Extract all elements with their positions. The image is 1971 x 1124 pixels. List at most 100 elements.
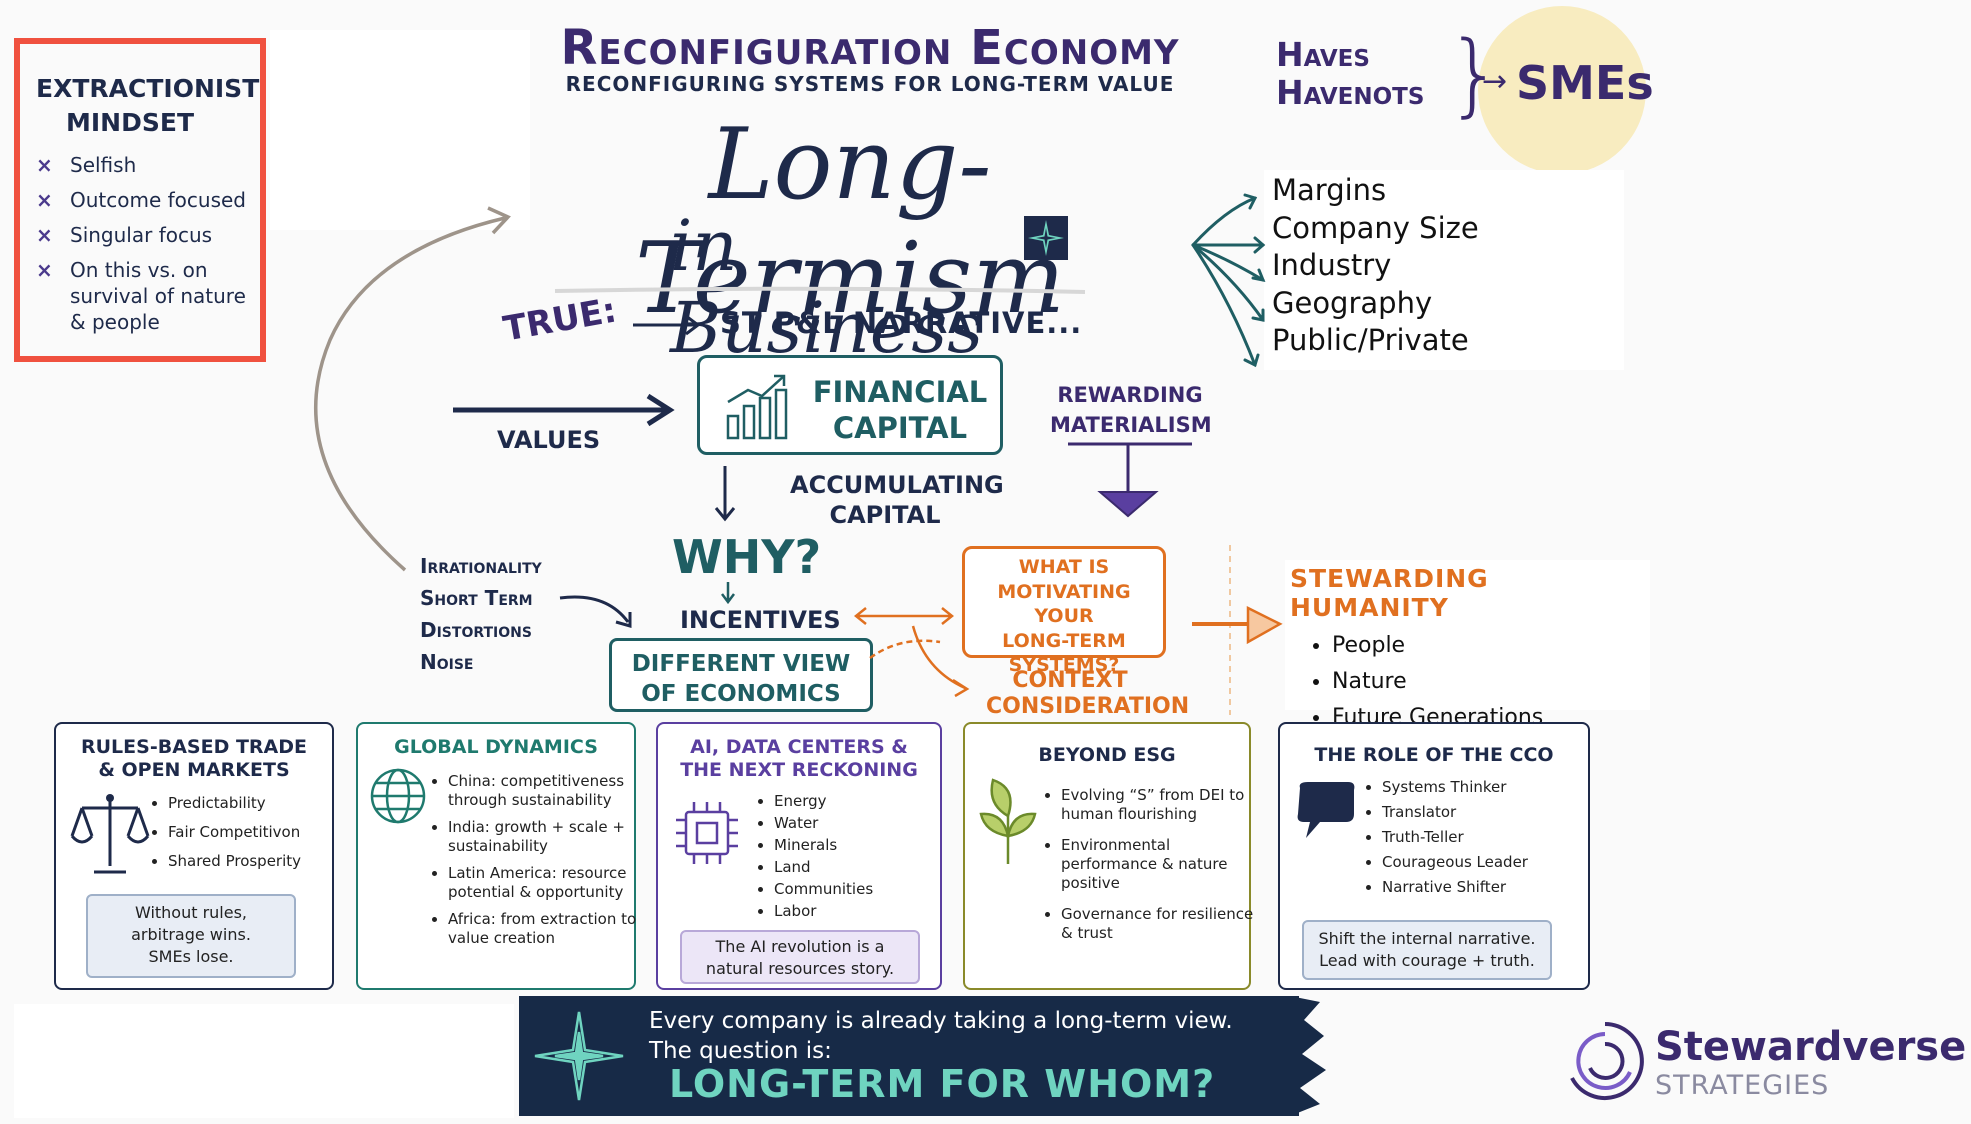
card-rules-based-trade: RULES-BASED TRADE & OPEN MARKETS Predict… — [54, 722, 334, 990]
list-item: Public/Private — [1272, 323, 1469, 357]
factors-panel — [1264, 170, 1624, 370]
rewarding-materialism-label: REWARDING MATERIALISM — [1050, 383, 1212, 437]
arrow-right-icon — [633, 314, 701, 336]
card-title: RULES-BASED TRADE & OPEN MARKETS — [81, 736, 307, 781]
list-item: Courageous Leader — [1382, 853, 1592, 872]
card-global-dynamics: GLOBAL DYNAMICS China: competitiveness t… — [356, 722, 636, 990]
context-consideration-label: CONTEXT CONSIDERATION — [986, 668, 1190, 719]
card-list: Energy Water Minerals Land Communities L… — [758, 792, 944, 927]
card-beyond-esg: BEYOND ESG Evolving “S” from DEI to huma… — [963, 722, 1253, 990]
card-note: Without rules, arbitrage wins. SMEs lose… — [86, 894, 296, 978]
list-item: Communities — [774, 880, 944, 899]
different-view-box: DIFFERENT VIEW OF ECONOMICS — [609, 638, 873, 712]
list-item: Narrative Shifter — [1382, 878, 1592, 897]
list-item: China: competitiveness through sustainab… — [448, 772, 644, 810]
x-icon: × — [36, 188, 53, 212]
smes-circle — [1478, 6, 1646, 174]
list-item: ×Singular focus — [36, 223, 213, 247]
list-item: Industry — [1272, 248, 1392, 282]
haves-havenots: Haves Havenots — [1276, 36, 1424, 112]
x-icon: × — [36, 258, 53, 282]
scales-icon — [70, 794, 150, 874]
list-item: Margins — [1272, 173, 1387, 207]
list-item: Energy — [774, 792, 944, 811]
funnel-arrow-icon — [1068, 442, 1192, 518]
branching-arrows — [1191, 193, 1266, 368]
list-item: Company Size — [1272, 210, 1479, 245]
bar-chart-icon — [726, 374, 788, 440]
card-list: Evolving “S” from DEI to human flourishi… — [1045, 786, 1257, 949]
logo-sub: STRATEGIES — [1655, 1070, 1830, 1101]
list-item: Africa: from extraction to value creatio… — [448, 910, 644, 948]
page-title: Reconfiguration Economy — [560, 20, 1180, 76]
extractionist-title-line2: MINDSET — [66, 108, 194, 137]
stewarding-list: People Nature Future Generations — [1290, 628, 1650, 736]
arrow-down-icon — [714, 466, 736, 522]
banner-headline: LONG-TERM FOR WHOM? — [669, 1062, 1216, 1106]
extractionist-mindset-box: EXTRACTIONIST MINDSET ×Selfish ×Outcome … — [14, 38, 266, 362]
headline-underline — [554, 286, 1086, 294]
card-list: Predictability Fair Competitivon Shared … — [152, 794, 338, 877]
extractionist-list: ×Selfish ×Outcome focused ×Singular focu… — [36, 152, 266, 344]
list-item: Fair Competitivon — [168, 823, 338, 842]
financial-capital-box: FINANCIAL CAPITAL — [697, 355, 1003, 455]
factors-list: Margins Company Size Industry Geography … — [1272, 172, 1622, 368]
why-label: WHY? — [672, 530, 822, 584]
card-note: The AI revolution is a natural resources… — [680, 930, 920, 984]
card-list: Systems Thinker Translator Truth-Teller … — [1366, 778, 1592, 903]
card-title: GLOBAL DYNAMICS — [394, 736, 598, 758]
list-item: Labor — [774, 902, 944, 921]
list-item: Systems Thinker — [1382, 778, 1592, 797]
brace-icon: } — [1446, 22, 1504, 127]
stewarding-panel — [1285, 560, 1650, 710]
list-item: Translator — [1382, 803, 1592, 822]
list-item: Governance for resilience & trust — [1061, 905, 1257, 943]
list-item: Evolving “S” from DEI to human flourishi… — [1061, 786, 1257, 824]
card-ai-data-centers: AI, DATA CENTERS & THE NEXT RECKONING En… — [656, 722, 942, 990]
narrative-label: ST P&L NARRATIVE... — [720, 306, 1083, 340]
list-item: Shared Prosperity — [168, 852, 338, 871]
card-note: Shift the internal narrative. Lead with … — [1302, 920, 1552, 980]
headline-long-termism: Long-Termism — [634, 108, 1066, 336]
speech-bubble-icon — [1297, 782, 1355, 838]
stewarding-humanity: STEWARDING HUMANITY People Nature Future… — [1290, 564, 1650, 730]
card-role-of-cco: THE ROLE OF THE CCO Systems Thinker Tran… — [1278, 722, 1590, 990]
plant-icon — [979, 778, 1037, 864]
list-item: ×On this vs. on survival of nature & peo… — [36, 258, 246, 334]
list-item: ×Selfish — [36, 153, 137, 177]
list-item: Land — [774, 858, 944, 877]
list-item: India: growth + scale + sustainability — [448, 818, 644, 856]
card-list: China: competitiveness through sustainab… — [432, 772, 644, 954]
banner-brush-edge — [1290, 996, 1326, 1116]
list-item: Water — [774, 814, 944, 833]
compass-star-icon — [534, 1011, 624, 1101]
extractionist-title: EXTRACTIONIST MINDSET — [36, 72, 260, 140]
x-icon: × — [36, 223, 53, 247]
haves-label: Haves — [1276, 35, 1370, 74]
accumulating-capital-label: ACCUMULATING CAPITAL — [790, 471, 1004, 529]
white-panel — [270, 30, 530, 230]
list-item: Predictability — [168, 794, 338, 813]
compass-star-icon — [1024, 216, 1068, 260]
stewarding-title: STEWARDING HUMANITY — [1290, 564, 1489, 622]
curved-arrow — [313, 206, 511, 572]
list-item: Latin America: resource potential & oppo… — [448, 864, 644, 902]
stewardverse-logo-icon — [1570, 1022, 1644, 1100]
values-label: VALUES — [497, 426, 601, 454]
list-item: Nature — [1332, 664, 1650, 700]
incentives-label: INCENTIVES — [680, 606, 841, 634]
list-item: Geography — [1272, 285, 1433, 320]
list-item: People — [1332, 628, 1650, 664]
curved-arrow-icon — [911, 625, 970, 698]
extractionist-title-line1: EXTRACTIONIST — [36, 74, 260, 103]
page-subtitle: RECONFIGURING SYSTEMS FOR LONG-TERM VALU… — [565, 72, 1175, 96]
list-item: Minerals — [774, 836, 944, 855]
card-title: BEYOND ESG — [1038, 744, 1176, 766]
list-item: ×Outcome focused — [36, 188, 247, 212]
arrow-right-icon — [1192, 605, 1283, 645]
arrow-right-icon: → — [1482, 64, 1508, 99]
havenots-label: Havenots — [1276, 73, 1425, 112]
chip-icon — [676, 802, 738, 864]
logo-name: Stewardverse — [1655, 1024, 1967, 1070]
irrationality-list: Irrationality Short Term Distortions Noi… — [420, 554, 542, 674]
